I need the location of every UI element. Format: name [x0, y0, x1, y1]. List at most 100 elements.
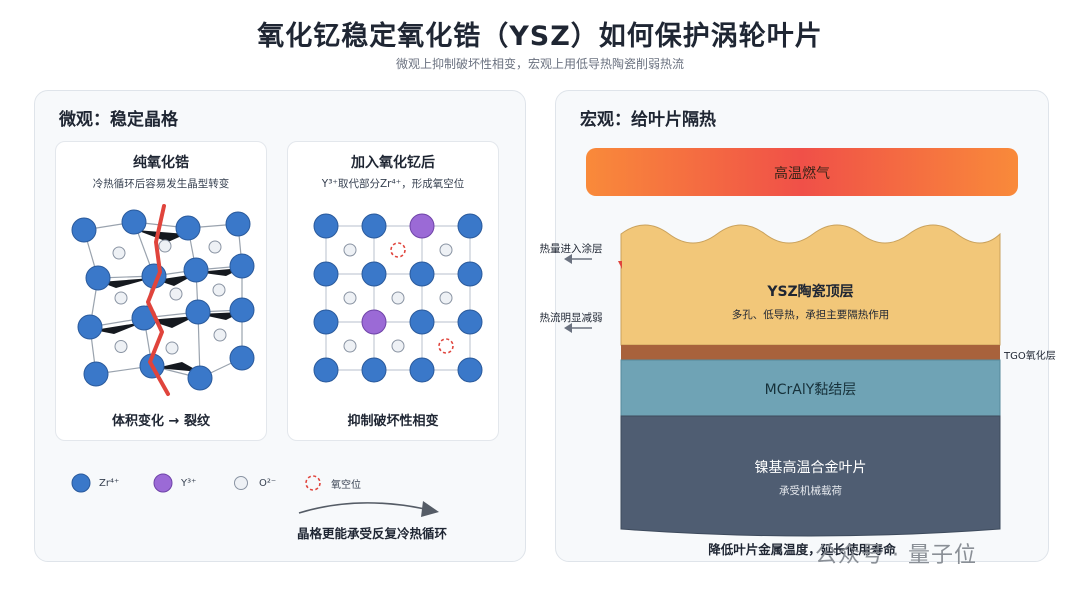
superalloy-blade-layer	[620, 415, 1001, 537]
zr-ion	[361, 213, 387, 239]
zr-ion	[77, 314, 103, 340]
zr-ion-icon	[71, 473, 91, 493]
superalloy-title: 镍基高温合金叶片	[754, 460, 867, 476]
zr-ion	[409, 357, 435, 383]
zr-ion	[229, 253, 255, 279]
distortion-wedge	[148, 316, 196, 328]
legend-label-y: Y³⁺	[181, 477, 197, 489]
legend-label-o: O²⁻	[259, 477, 277, 489]
zr-ion	[457, 357, 483, 383]
tgo-label: TGO氧化层	[1004, 351, 1056, 362]
doped-card-subtitle: Y³⁺取代部分Zr⁴⁺，形成氧空位	[321, 178, 465, 190]
zr-ion	[83, 361, 109, 387]
oxygen-ion	[114, 291, 128, 305]
ysz-layer-desc: 多孔、低导热，承担主要隔热作用	[731, 309, 890, 321]
doped-card-footer: 抑制破坏性相变	[347, 414, 439, 429]
oxygen-ion	[439, 291, 453, 305]
oxygen-vacancy	[438, 338, 454, 354]
zr-ion	[361, 357, 387, 383]
zr-ion	[85, 265, 111, 291]
heat-reduced-arrow-icon	[564, 323, 592, 333]
heat-reduced-label: 热流明显减弱	[539, 312, 603, 324]
doped-card-title: 加入氧化钇后	[351, 155, 435, 171]
pure-card-title: 纯氧化锆	[133, 155, 189, 171]
oxygen-ion	[343, 243, 357, 257]
distorted-lattice-diagram	[71, 204, 255, 396]
legend: Zr⁴⁺ Y³⁺ O²⁻ 氧空位	[71, 473, 511, 503]
oxygen-ion	[439, 243, 453, 257]
page-subtitle: 微观上抑制破坏性相变，宏观上用低导热陶瓷削弱热流	[395, 57, 684, 71]
oxygen-ion	[165, 341, 179, 355]
tgo-layer	[621, 345, 1000, 360]
heat-marker-icon	[618, 261, 622, 269]
distorted-lattice	[71, 209, 255, 391]
oxygen-ion	[212, 283, 226, 297]
zr-ion	[313, 309, 339, 335]
zr-ion	[229, 297, 255, 323]
y-ion-icon	[153, 473, 173, 493]
zr-ion	[229, 345, 255, 371]
oxygen-ion	[114, 340, 128, 353]
zr-ion	[313, 261, 339, 287]
legend-label-zr: Zr⁴⁺	[99, 477, 120, 489]
micro-panel-title: 微观：稳定晶格	[59, 110, 178, 130]
macro-panel: 宏观：给叶片隔热 高温燃气 热量进入涂层 热流明显减弱 YSZ陶瓷顶层 多孔、低…	[540, 90, 1056, 562]
oxygen-ion-icon	[234, 476, 248, 490]
zr-ion	[183, 257, 209, 283]
y-ion	[409, 213, 435, 239]
zr-ion	[361, 261, 387, 287]
zr-ion	[457, 213, 483, 239]
oxygen-ion	[169, 287, 183, 301]
oxygen-ion	[158, 239, 172, 253]
hot-gas-bar	[586, 148, 1018, 196]
zr-ion	[225, 211, 251, 237]
macro-footer: 降低叶片金属温度，延长使用寿命	[708, 542, 896, 557]
stable-lattice	[313, 213, 483, 383]
stable-lattice-diagram	[313, 213, 483, 383]
oxygen-ion	[112, 246, 126, 260]
legend-item-vacancy: 氧空位	[303, 473, 361, 493]
crack-line	[146, 204, 170, 396]
hot-gas-label: 高温燃气	[774, 166, 830, 182]
zr-ion	[313, 213, 339, 239]
zr-ion	[187, 365, 213, 391]
zr-ion	[457, 309, 483, 335]
zr-ion	[71, 217, 97, 243]
watermark: 公众号 · 量子位	[815, 543, 977, 568]
oxygen-vacancy	[390, 242, 406, 258]
distortion-wedge	[136, 230, 186, 242]
legend-item-o: O²⁻	[231, 473, 276, 493]
oxygen-vacancy-icon	[305, 475, 321, 491]
lattice-caption: 晶格更能承受反复冷热循环	[297, 526, 448, 541]
oxygen-ion	[343, 339, 357, 353]
pure-card-subtitle: 冷热循环后容易发生晶型转变	[92, 178, 230, 190]
zr-ion	[409, 261, 435, 287]
distortion-wedge	[100, 278, 152, 288]
distortion-wedge	[94, 322, 144, 334]
micro-panel: 微观：稳定晶格 纯氧化锆 冷热循环后容易发生晶型转变 体积变化 → 裂纹 加入氧…	[34, 90, 526, 562]
oxygen-ion	[343, 291, 357, 305]
legend-item-y: Y³⁺	[153, 473, 196, 493]
macro-panel-title: 宏观：给叶片隔热	[580, 110, 716, 130]
bond-coat-layer	[620, 359, 1001, 417]
legend-label-vacancy: 氧空位	[331, 479, 361, 491]
pure-card-footer: 体积变化 → 裂纹	[112, 414, 210, 429]
curved-arrow-icon	[298, 501, 439, 517]
coating-stack-diagram	[564, 148, 1018, 537]
oxygen-ion	[391, 291, 405, 305]
zr-ion	[185, 299, 211, 325]
oxygen-ion	[213, 328, 227, 342]
superalloy-desc: 承受机械载荷	[779, 485, 842, 497]
heat-in-label: 热量进入涂层	[539, 243, 603, 255]
y-ion	[361, 309, 387, 335]
heat-in-arrow-icon	[564, 254, 592, 264]
zr-ion	[409, 309, 435, 335]
pure-zirconia-card: 纯氧化锆 冷热循环后容易发生晶型转变 体积变化 → 裂纹	[55, 141, 267, 441]
ysz-layer-title: YSZ陶瓷顶层	[767, 284, 854, 300]
zr-ion	[313, 357, 339, 383]
zr-ion	[175, 215, 201, 241]
page-title: 氧化钇稳定氧化锆（YSZ）如何保护涡轮叶片	[257, 21, 823, 52]
distortion-wedge	[156, 362, 200, 372]
bond-coat-label: MCrAlY黏结层	[764, 382, 857, 398]
ysz-top-layer	[620, 224, 1001, 346]
